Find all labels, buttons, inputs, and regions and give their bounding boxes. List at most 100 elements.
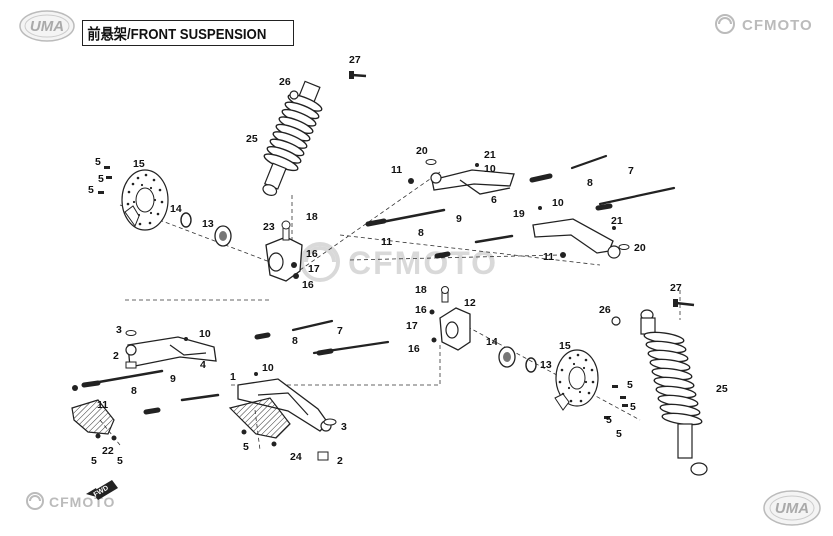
callout-21: 21 — [484, 149, 496, 161]
callout-16: 16 — [408, 343, 420, 355]
callout-5: 5 — [91, 455, 97, 467]
callout-10: 10 — [262, 362, 274, 374]
callout-3: 3 — [341, 421, 347, 433]
cfmoto-watermark: CFMOTO — [300, 242, 498, 282]
callout-4: 4 — [200, 359, 206, 371]
bushings-8-upper — [365, 173, 613, 259]
callout-6: 6 — [491, 194, 497, 206]
callout-10: 10 — [484, 163, 496, 175]
circlip-14-left — [180, 212, 192, 228]
callout-7: 7 — [337, 325, 343, 337]
callout-5: 5 — [95, 156, 101, 168]
shock-absorber-right — [640, 309, 708, 476]
callout-16: 16 — [415, 304, 427, 316]
callout-14: 14 — [170, 203, 182, 215]
callout-15: 15 — [559, 340, 571, 352]
callout-5: 5 — [117, 455, 123, 467]
callout-12: 12 — [464, 297, 476, 309]
uma-bottom-text: UMA — [775, 500, 809, 517]
callout-15: 15 — [133, 158, 145, 170]
uma-logo-top-left: UMA — [19, 10, 75, 42]
uma-logo-text: UMA — [30, 18, 64, 35]
callout-23: 23 — [263, 221, 275, 233]
callout-2: 2 — [113, 350, 119, 362]
long-bolts-7-upper — [570, 154, 676, 206]
cfmoto-bottom-text: CFMOTO — [49, 494, 115, 510]
nut-26-right — [611, 316, 621, 326]
cfmoto-logo-text: CFMOTO — [742, 17, 813, 34]
callout-labels: 27 26 25 5 15 5 5 14 13 23 18 16 17 16 2… — [88, 54, 728, 467]
skid-plate-24 — [228, 397, 291, 447]
shock-absorber-upper — [262, 80, 323, 196]
callout-11: 11 — [391, 164, 402, 176]
bolt-27-upper — [349, 71, 367, 79]
page-title-box: 前悬架/FRONT SUSPENSION — [82, 20, 294, 46]
lower-a-arm-left — [237, 372, 337, 461]
callout-1: 1 — [230, 371, 236, 383]
callout-9: 9 — [456, 213, 462, 225]
cfmoto-watermark-text: CFMOTO — [348, 245, 498, 281]
callout-10: 10 — [552, 197, 564, 209]
callout-18: 18 — [415, 284, 427, 296]
callout-21: 21 — [611, 215, 623, 227]
callout-14: 14 — [486, 336, 498, 348]
steering-knuckle-left — [265, 220, 303, 282]
callout-5: 5 — [616, 428, 622, 440]
steering-knuckle-right — [429, 286, 471, 351]
callout-5: 5 — [627, 379, 633, 391]
bushings-8-lower — [81, 332, 334, 415]
callout-16: 16 — [306, 248, 318, 260]
callout-3: 3 — [116, 324, 122, 336]
bolts-5-right — [604, 385, 628, 419]
uma-logo-bottom-right: UMA — [763, 490, 821, 526]
callout-24: 24 — [290, 451, 302, 463]
nut-26-upper — [289, 90, 299, 100]
callout-22: 22 — [102, 445, 114, 457]
callout-11: 11 — [543, 251, 554, 263]
lower-a-arm-right — [532, 206, 630, 259]
callout-25: 25 — [246, 133, 258, 145]
callout-5: 5 — [243, 441, 249, 453]
upper-a-arm-left — [125, 330, 217, 369]
page-title: 前悬架/FRONT SUSPENSION — [87, 25, 267, 43]
bolts-5-left — [98, 166, 112, 194]
nut-11-lower — [72, 385, 78, 391]
callout-13: 13 — [202, 218, 214, 230]
callout-27: 27 — [349, 54, 361, 66]
callout-8: 8 — [292, 335, 298, 347]
callout-26: 26 — [279, 76, 291, 88]
callout-20: 20 — [634, 242, 646, 254]
callout-5: 5 — [630, 401, 636, 413]
callout-2: 2 — [337, 455, 343, 467]
callout-10: 10 — [199, 328, 211, 340]
callout-5: 5 — [606, 414, 612, 426]
callout-5: 5 — [98, 173, 104, 185]
callout-17: 17 — [308, 263, 320, 275]
callout-17: 17 — [406, 320, 418, 332]
guard-plate-22 — [71, 399, 117, 441]
callout-26: 26 — [599, 304, 611, 316]
brake-disc-right — [554, 349, 599, 411]
fwd-arrow-icon: FWD — [86, 480, 118, 500]
bearing-13-right — [498, 346, 516, 368]
callout-25: 25 — [716, 383, 728, 395]
bushing-shafts-9-upper — [380, 208, 514, 244]
alignment-lines — [99, 171, 681, 451]
bearing-13-left — [214, 225, 232, 247]
callout-8: 8 — [418, 227, 424, 239]
bolt-27-right — [673, 299, 695, 307]
callout-9: 9 — [170, 373, 176, 385]
callout-18: 18 — [306, 211, 318, 223]
callout-20: 20 — [416, 145, 428, 157]
callout-13: 13 — [540, 359, 552, 371]
cfmoto-logo-top-right: CFMOTO — [715, 14, 813, 34]
callout-8: 8 — [131, 385, 137, 397]
callout-7: 7 — [628, 165, 634, 177]
callout-8: 8 — [587, 177, 593, 189]
callout-16: 16 — [302, 279, 314, 291]
upper-a-arm-right — [408, 159, 515, 195]
callout-5: 5 — [88, 184, 94, 196]
callout-11: 11 — [97, 399, 108, 411]
callout-11: 11 — [381, 236, 392, 248]
